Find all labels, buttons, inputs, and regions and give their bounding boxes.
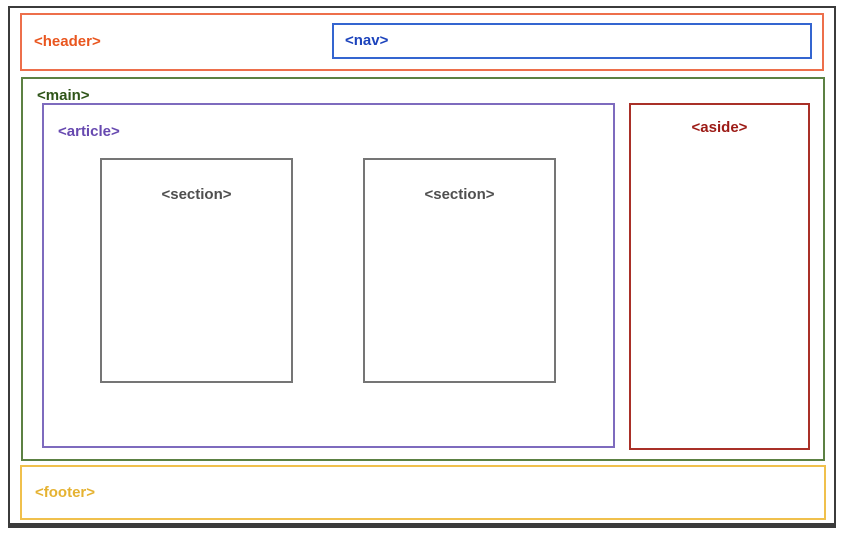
main-box: <main> <article> <section> <section> <as… — [21, 77, 825, 461]
article-label: <article> — [58, 123, 120, 140]
header-box: <header> <nav> — [20, 13, 824, 71]
main-label: <main> — [37, 87, 90, 104]
header-label: <header> — [34, 33, 101, 50]
section-box-1: <section> — [100, 158, 293, 383]
section-label-2: <section> — [424, 186, 495, 203]
diagram-frame: <header> <nav> <main> <article> <section… — [8, 6, 836, 528]
nav-label: <nav> — [345, 32, 389, 49]
aside-label: <aside> — [691, 119, 748, 136]
footer-box: <footer> — [20, 465, 826, 520]
nav-box: <nav> — [332, 23, 812, 59]
aside-box: <aside> — [629, 103, 810, 450]
article-box: <article> <section> <section> — [42, 103, 615, 448]
section-label-1: <section> — [161, 186, 232, 203]
footer-label: <footer> — [35, 483, 96, 501]
section-box-2: <section> — [363, 158, 556, 383]
